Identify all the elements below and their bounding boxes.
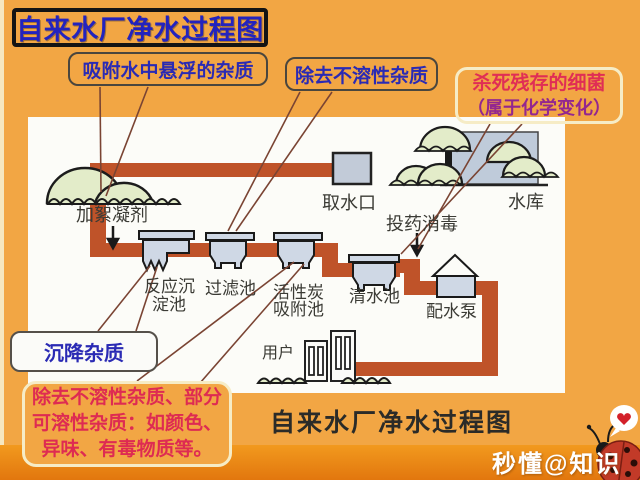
watermark: 秒懂@知识: [492, 451, 622, 478]
callout-carbon-note: 除去不溶性杂质、部分 可溶性杂质：如颜色、 异味、有毒物质等。: [22, 381, 232, 467]
callout-carbon-note-line3: 异味、有毒物质等。: [41, 439, 213, 460]
callout-kill-bacteria: 杀死残存的细菌 （属于化学变化）: [455, 67, 623, 124]
diagram-caption: 自来水厂净水过程图: [270, 410, 514, 437]
callout-kill-bacteria-line2: （属于化学变化）: [467, 97, 611, 118]
callout-carbon-note-line1: 除去不溶性杂质、部分: [31, 387, 222, 408]
callout-adsorb-suspended: 吸附水中悬浮的杂质: [68, 52, 268, 86]
left-edge-strip: [0, 0, 4, 445]
callout-carbon-note-line2: 可溶性杂质：如颜色、: [31, 413, 222, 434]
callout-kill-bacteria-line1: 杀死残存的细菌: [472, 72, 606, 94]
callout-remove-insoluble: 除去不溶性杂质: [285, 57, 438, 91]
heart-bubble-icon: [610, 405, 638, 437]
page-title: 自来水厂净水过程图: [12, 8, 268, 47]
callout-settle-impurities: 沉降杂质: [10, 331, 158, 372]
